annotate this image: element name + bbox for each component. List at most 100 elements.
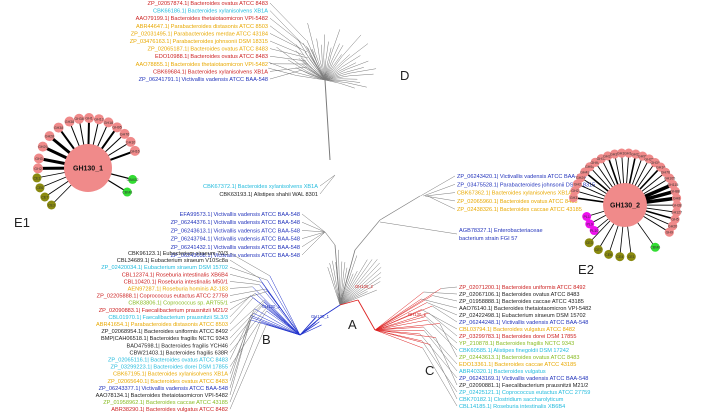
blue-branch bbox=[259, 284, 301, 336]
leaf-branch bbox=[339, 259, 378, 306]
inner-branch bbox=[324, 66, 337, 81]
leaf-branch bbox=[339, 262, 380, 306]
leaf-branch bbox=[229, 321, 261, 403]
leaf-branch bbox=[327, 267, 341, 306]
network-node-label: CBM32 bbox=[127, 178, 139, 182]
leaf-label-clade-b: CBL10420.1| Roseburia intestinalis M50/1 bbox=[124, 279, 228, 285]
leaf-label-top-left: EDO10988.1| Bacteroides ovatus ATCC 8483 bbox=[155, 54, 268, 60]
leaf-label-clade-b: ZP_02090883.1| Faecalibacterium prausnit… bbox=[99, 308, 228, 314]
inner-branch bbox=[324, 231, 336, 246]
leaf-branch bbox=[339, 261, 343, 306]
leaf-label-top-left: ZP_02057874.1| Bacteroides ovatus ATCC 8… bbox=[148, 1, 268, 7]
network-node-label: GH8 bbox=[673, 197, 680, 201]
leaf-label-mid-left: CBK67372.1| Bacteroides xylanisolvens XB… bbox=[203, 184, 318, 190]
network-node-label: GH95 bbox=[112, 126, 121, 130]
leaf-branch bbox=[350, 68, 377, 74]
inner-branch bbox=[324, 63, 328, 81]
leaf-branch bbox=[268, 67, 297, 76]
leaf-branch bbox=[323, 34, 326, 58]
network-node bbox=[35, 183, 45, 193]
leaf-branch bbox=[342, 80, 361, 83]
red-branch bbox=[374, 326, 424, 331]
leaf-label-clade-c: ZP_06243169.1| Victivallis vadensis ATCC… bbox=[459, 376, 588, 382]
leaf-label-clade-b: AAO78134.1| Bacteroides thetaiotaomicron… bbox=[96, 393, 228, 399]
leaf-branch bbox=[346, 60, 369, 70]
network-node bbox=[671, 207, 682, 217]
leaf-label-clade-c: ZP_02071200.1| Bacteroides uniformis ATC… bbox=[459, 285, 586, 291]
leaf-branch bbox=[339, 255, 358, 306]
network-node bbox=[74, 113, 85, 124]
leaf-branch bbox=[421, 340, 458, 393]
leaf-branch bbox=[229, 319, 251, 396]
inner-branch bbox=[314, 51, 326, 81]
leaf-branch bbox=[229, 306, 268, 353]
inner-branch bbox=[310, 59, 326, 81]
leaf-branch bbox=[425, 316, 458, 344]
network-node-label: CE1 bbox=[628, 255, 635, 259]
network-node-label: CE7 bbox=[41, 195, 48, 199]
network-node bbox=[610, 149, 620, 159]
leaf-label-clade-b: ZP_02065116.1| Bacteroides ovatus ATCC 8… bbox=[108, 358, 228, 364]
network-node-label: GH32 bbox=[631, 153, 640, 157]
node-label-gh130-1: GH130_1 bbox=[311, 314, 330, 319]
network-panel-label: E1 bbox=[14, 215, 30, 230]
leaf-branch bbox=[269, 18, 306, 47]
leaf-branch bbox=[420, 175, 456, 197]
network-node-label: GH76 bbox=[661, 171, 670, 175]
leaf-branch bbox=[345, 82, 367, 88]
leaf-label-clade-b: BAD47598.1| Bacteroides fragilis YCH46 bbox=[127, 343, 228, 349]
inner-branch bbox=[324, 79, 341, 84]
leaf-branch bbox=[229, 299, 265, 332]
leaf-label-victivallis: ZP_06244376.1| Victivallis vadensis ATCC… bbox=[171, 220, 300, 226]
leaf-branch bbox=[229, 274, 262, 283]
network-node-label: GH29 bbox=[38, 145, 47, 149]
leaf-branch bbox=[339, 272, 382, 306]
leaf-branch bbox=[345, 43, 369, 61]
leaf-branch bbox=[229, 297, 254, 325]
inner-branch bbox=[324, 62, 334, 81]
network-node bbox=[670, 186, 680, 196]
network-node-label: GH16 bbox=[617, 152, 626, 156]
leaf-branch bbox=[229, 308, 255, 360]
leaf-branch bbox=[307, 47, 316, 65]
inner-branch bbox=[323, 57, 326, 81]
inner-branch bbox=[322, 62, 326, 81]
blue-branch bbox=[319, 304, 341, 319]
network-node-label: CE6 bbox=[36, 186, 43, 190]
network-node-label: GH29 bbox=[576, 176, 585, 180]
network-node bbox=[593, 245, 603, 255]
red-branch bbox=[374, 316, 426, 331]
inner-branch bbox=[324, 54, 332, 81]
network-node bbox=[84, 113, 95, 124]
network-node bbox=[624, 148, 634, 158]
leaf-label-clade-c: CBK60585.1| Alistipes finegoldii DSM 172… bbox=[459, 348, 569, 354]
blue-branch bbox=[254, 308, 301, 336]
leaf-branch bbox=[339, 270, 358, 306]
network-node-label: GH30 bbox=[650, 161, 659, 165]
network-node bbox=[33, 153, 44, 164]
leaf-label-right: ZP_03475528.1| Parabacteroides johnsonii… bbox=[457, 182, 595, 188]
red-branch bbox=[374, 319, 428, 331]
network-node bbox=[604, 249, 614, 259]
inner-branch bbox=[305, 70, 326, 81]
leaf-branch bbox=[422, 347, 458, 407]
network-node bbox=[672, 200, 682, 210]
leaf-label-top-left: ZP_02065187.1| Bacteroides ovatus ATCC 8… bbox=[148, 47, 268, 53]
leaf-label-clade-b: ZP_01958962.1| Bacteroides caccae ATCC 4… bbox=[103, 400, 228, 406]
blue-branch bbox=[263, 299, 301, 336]
blue-branch bbox=[266, 310, 301, 336]
leaf-branch bbox=[316, 38, 321, 60]
red-branch bbox=[339, 299, 359, 306]
inner-branch bbox=[296, 75, 326, 81]
leaf-label-clade-b: ZP_02068954.1| Bacteroides uniformis ATC… bbox=[101, 329, 228, 335]
network-node bbox=[617, 148, 627, 158]
leaf-label-clade-c: EDO13361.1| Bacteroides caccae ATCC 4318… bbox=[459, 362, 576, 368]
network-hub-label: GH130_2 bbox=[610, 203, 640, 210]
network-node-label: GH127 bbox=[671, 211, 682, 215]
leaf-branch bbox=[425, 195, 456, 202]
inner-branch bbox=[324, 72, 351, 81]
leaf-branch bbox=[421, 298, 458, 309]
network-node-label: GH97 bbox=[591, 161, 600, 165]
